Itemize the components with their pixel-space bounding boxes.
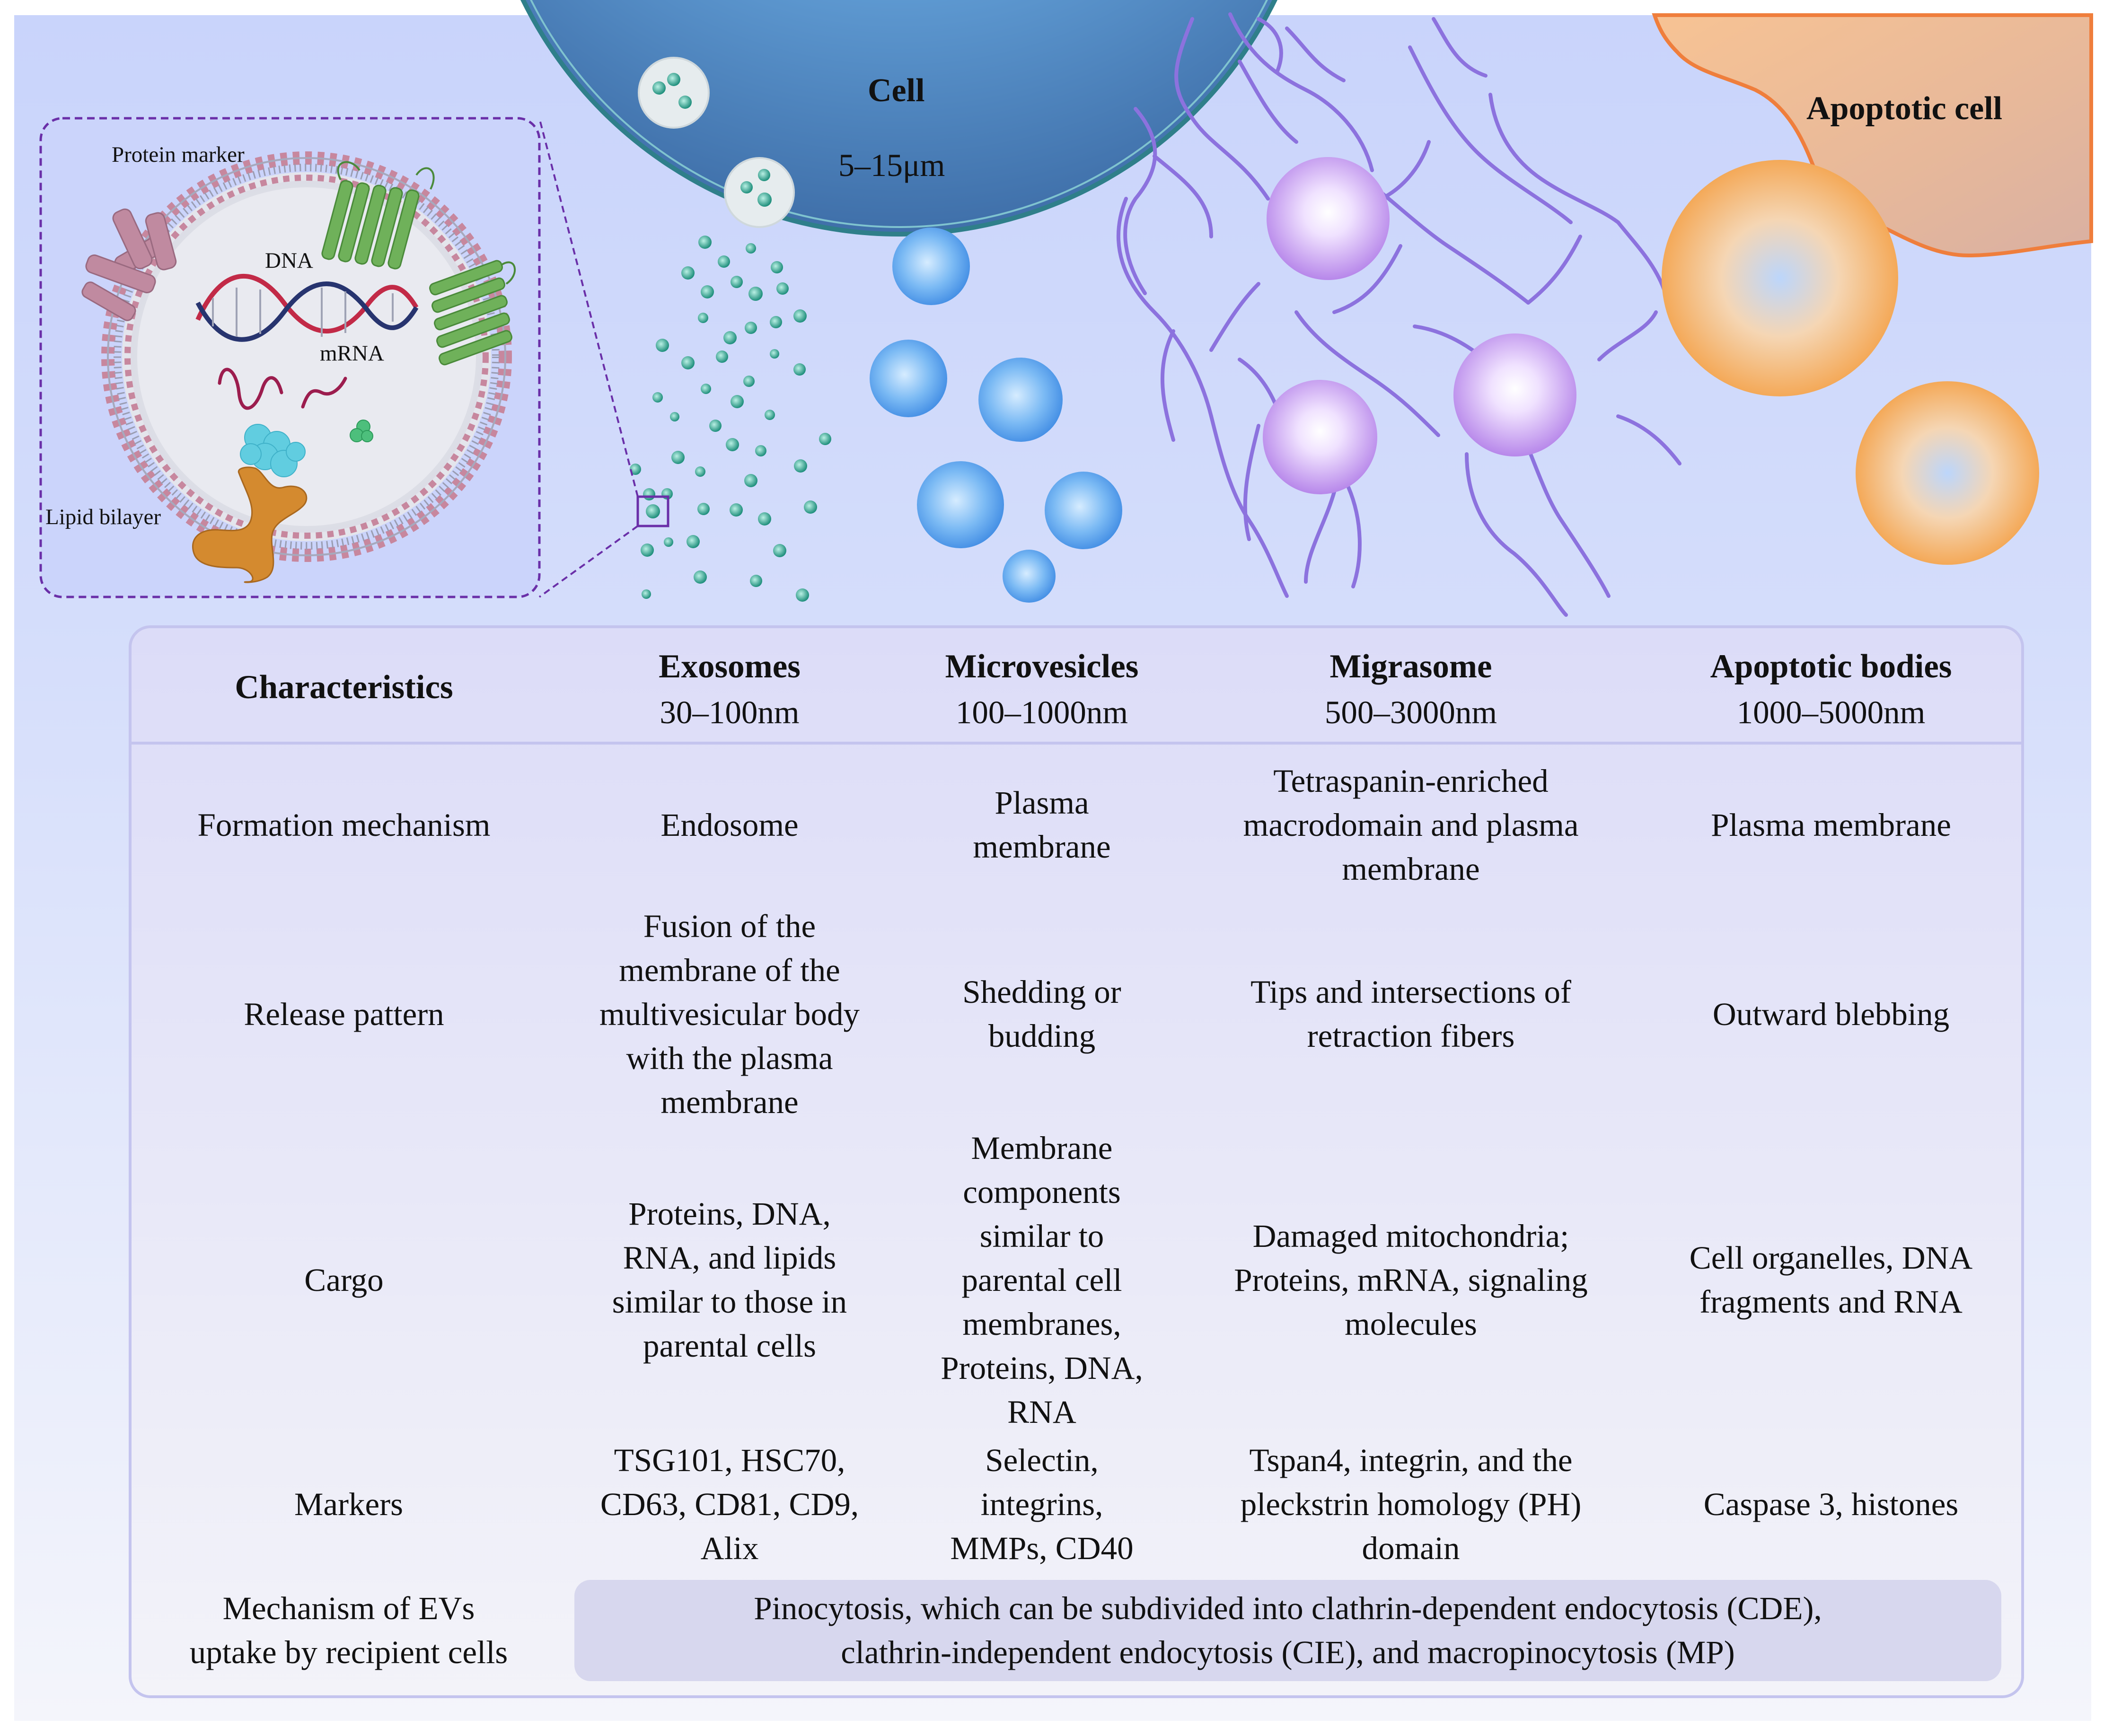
header-size: 30–100nm xyxy=(660,694,800,730)
lipid-bilayer-label: Lipid bilayer xyxy=(45,505,161,529)
header-separator xyxy=(129,742,2024,745)
inset-panel xyxy=(39,117,541,598)
comparison-table xyxy=(129,625,2024,1698)
apoptotic-bodies xyxy=(1662,160,2039,565)
header-exosomes: Exosomes 30–100nm xyxy=(559,641,900,736)
header-name: Exosomes xyxy=(659,648,801,685)
apoptotic-cell-title: Apoptotic cell xyxy=(1806,90,2003,127)
zoom-box xyxy=(636,495,669,527)
cell-markers-exosomes: TSG101, HSC70, CD63, CD81, CD9, Alix xyxy=(600,1442,859,1566)
row-label-markers: Markers xyxy=(294,1486,403,1522)
cell-release-migrasome: Tips and intersections of retraction fib… xyxy=(1250,974,1571,1054)
cell-markers-migrasome: Tspan4, integrin, and the pleckstrin hom… xyxy=(1240,1442,1582,1566)
row-label-uptake: Mechanism of EVs uptake by recipient cel… xyxy=(189,1590,508,1670)
cell-formation-exosomes: Endosome xyxy=(660,807,799,843)
header-size: 500–3000nm xyxy=(1324,694,1497,730)
cell-formation-apoptotic: Plasma membrane xyxy=(1711,807,1951,843)
migrasomes xyxy=(1263,157,1576,494)
retraction-fibers xyxy=(1116,12,1681,617)
uptake-box xyxy=(574,1580,2001,1681)
header-apoptotic-bodies: Apoptotic bodies 1000–5000nm xyxy=(1638,641,2024,736)
cell-cargo-exosomes: Proteins, DNA, RNA, and lipids similar t… xyxy=(612,1196,847,1364)
microvesicles xyxy=(870,228,1122,603)
cell-cargo-apoptotic: Cell organelles, DNA fragments and RNA xyxy=(1689,1240,1973,1320)
cell-formation-migrasome: Tetraspanin-enriched macrodomain and pla… xyxy=(1243,763,1579,887)
dna-label: DNA xyxy=(265,248,313,273)
header-size: 1000–5000nm xyxy=(1736,694,1926,730)
cell-release-microvesicles: Shedding or budding xyxy=(962,974,1121,1054)
exosome-cloud xyxy=(630,236,831,602)
header-characteristics: Characteristics xyxy=(129,648,559,727)
parent-cell xyxy=(520,0,1277,237)
cell-title: Cell xyxy=(868,72,925,109)
cell-cargo-microvesicles: Membrane components similar to parental … xyxy=(941,1130,1143,1430)
row-label-release-pattern: Release pattern xyxy=(244,996,444,1032)
header-size: 100–1000nm xyxy=(955,694,1128,730)
header-name: Migrasome xyxy=(1329,648,1492,685)
cell-uptake-text: Pinocytosis, which can be subdivided int… xyxy=(754,1590,1822,1670)
cell-release-apoptotic: Outward blebbing xyxy=(1712,996,1950,1032)
protein-marker-label: Protein marker xyxy=(112,142,245,167)
mrna-label: mRNA xyxy=(320,341,384,366)
row-label-formation-mechanism: Formation mechanism xyxy=(197,807,491,843)
header-characteristics-label: Characteristics xyxy=(235,669,453,706)
row-label-cargo: Cargo xyxy=(304,1262,384,1298)
header-microvesicles: Microvesicles 100–1000nm xyxy=(900,641,1184,736)
cell-cargo-migrasome: Damaged mitochondria; Proteins, mRNA, si… xyxy=(1234,1218,1588,1342)
cell-markers-apoptotic: Caspase 3, histones xyxy=(1703,1486,1959,1522)
cell-markers-microvesicles: Selectin, integrins, MMPs, CD40 xyxy=(950,1442,1134,1566)
header-migrasome: Migrasome 500–3000nm xyxy=(1184,641,1638,736)
cell-release-exosomes: Fusion of the membrane of the multivesic… xyxy=(599,908,860,1120)
header-name: Microvesicles xyxy=(945,648,1139,685)
header-name: Apoptotic bodies xyxy=(1710,648,1952,685)
cell-size: 5–15μm xyxy=(838,147,945,183)
cell-formation-microvesicles: Plasma membrane xyxy=(973,785,1111,865)
